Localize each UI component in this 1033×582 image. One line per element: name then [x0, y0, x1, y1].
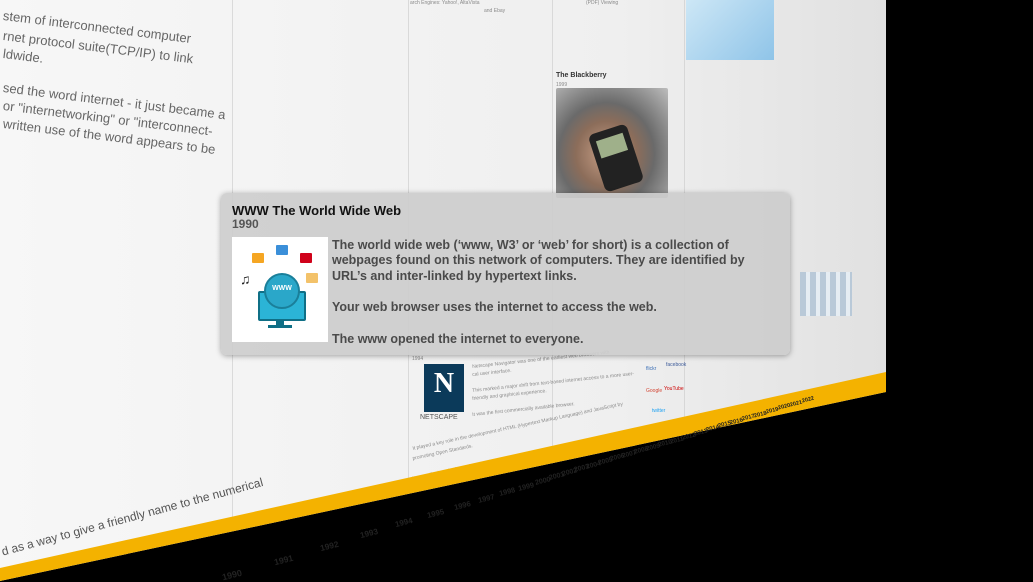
popup-paragraph: The world wide web (‘www, W3’ or ‘web’ f… — [332, 238, 745, 283]
year-label: 1998 — [498, 485, 517, 499]
year-label: 1993 — [359, 526, 379, 540]
popup-paragraph: Your web browser uses the internet to ac… — [332, 300, 657, 315]
social-logo: facebook — [666, 362, 687, 368]
bg-snippet: arch Engines: Yahoo!, AltaVista — [410, 0, 480, 6]
blackberry-photo — [556, 88, 668, 198]
social-logo: twitter — [652, 408, 666, 414]
popup-year: 1990 — [232, 217, 259, 231]
folder-icon — [252, 253, 264, 263]
year-label: 1997 — [477, 491, 496, 505]
mail-icon — [306, 273, 318, 283]
netscape-year: 1994 — [412, 356, 424, 362]
social-logo: flickr — [646, 366, 657, 372]
popup-card: WWW The World Wide Web 1990 ♫ WWW The wo… — [221, 193, 790, 355]
globe-icon: WWW — [264, 273, 300, 309]
cloud-computing-image — [686, 0, 774, 60]
blackberry-title: The Blackberry — [556, 72, 607, 79]
year-label: 1996 — [453, 498, 472, 512]
year-label: 1999 — [517, 479, 536, 493]
bg-text-line: ldwide. — [2, 46, 45, 66]
bg-snippet: (PDF) Viewing — [586, 0, 619, 6]
infographic-image — [800, 272, 852, 316]
netscape-label: NETSCAPE — [420, 414, 458, 421]
year-label: 1991 — [273, 552, 295, 567]
year-label: 1990 — [221, 567, 243, 582]
netscape-logo: N — [424, 364, 464, 412]
music-icon: ♫ — [240, 271, 251, 287]
year-label: 1992 — [318, 538, 340, 553]
social-logo: YouTube — [664, 386, 684, 392]
video-icon — [300, 253, 312, 263]
blackberry-device — [587, 123, 645, 193]
image-icon — [276, 245, 288, 255]
year-label: 1995 — [425, 507, 445, 520]
social-logo: Google — [646, 388, 663, 394]
bg-snippet: and Ebay — [484, 8, 506, 14]
www-illustration: ♫ WWW — [232, 237, 328, 342]
year-label: 1994 — [394, 516, 414, 530]
blackberry-year: 1999 — [556, 82, 568, 88]
popup-paragraph: The www opened the internet to everyone. — [332, 331, 584, 346]
popup-body: The world wide web (‘www, W3’ or ‘web’ f… — [332, 238, 782, 363]
popup-title: WWW The World Wide Web — [232, 203, 402, 218]
